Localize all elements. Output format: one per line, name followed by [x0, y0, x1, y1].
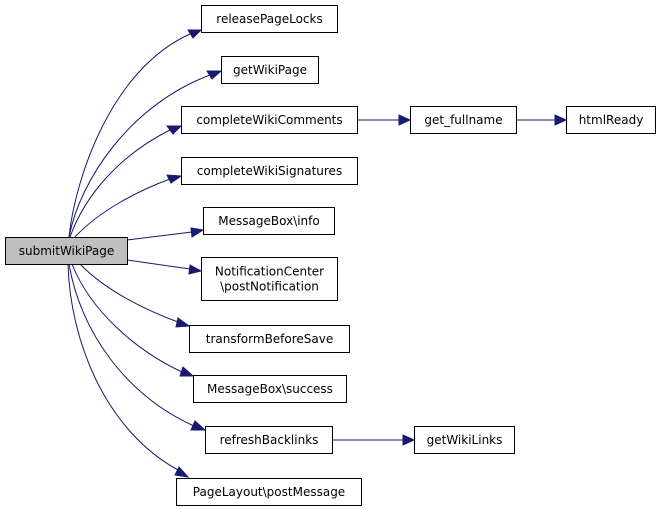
- node-label: htmlReady: [579, 113, 644, 127]
- edge-submitWikiPage-to-NotificationCenter-postNotification: [126, 259, 203, 275]
- node-box[interactable]: [5, 237, 128, 265]
- node-label: submitWikiPage: [19, 244, 114, 258]
- edge-line: [74, 178, 171, 238]
- edge-line: [69, 129, 171, 238]
- arrowhead-icon: [179, 366, 195, 377]
- node-box[interactable]: [566, 106, 656, 134]
- edge-line: [126, 259, 191, 270]
- edge-submitWikiPage-to-completeWikiComments: [69, 125, 183, 238]
- node-completeWikiComments[interactable]: completeWikiComments: [181, 106, 358, 134]
- arrowhead-icon: [190, 227, 205, 238]
- node-label: MessageBox\success: [207, 382, 333, 396]
- arrowhead-icon: [175, 317, 191, 328]
- node-refreshBacklinks[interactable]: refreshBacklinks: [205, 426, 333, 454]
- edge-line: [71, 263, 183, 373]
- node-box[interactable]: [203, 207, 335, 235]
- node-box[interactable]: [414, 426, 515, 454]
- node-NotificationCenter-postNotification[interactable]: NotificationCenter\postNotification: [201, 257, 338, 301]
- edge-submitWikiPage-to-getWikiPage: [68, 70, 223, 238]
- edge-refreshBacklinks-to-getWikiLinks: [332, 434, 416, 446]
- node-box[interactable]: [189, 325, 350, 353]
- edge-line: [126, 231, 193, 241]
- node-label: get_fullname: [424, 113, 502, 127]
- edge-completeWikiComments-to-get_fullname: [357, 114, 412, 126]
- node-label: getWikiPage: [233, 63, 307, 77]
- node-label: PageLayout\postMessage: [193, 485, 345, 499]
- edge-submitWikiPage-to-completeWikiSignatures: [74, 174, 183, 238]
- node-label: MessageBox\info: [218, 214, 319, 228]
- arrowhead-icon: [398, 114, 412, 126]
- node-box[interactable]: [193, 375, 347, 403]
- arrowhead-icon: [188, 264, 203, 275]
- node-transformBeforeSave[interactable]: transformBeforeSave: [189, 325, 350, 353]
- node-box[interactable]: [181, 157, 358, 185]
- arrowhead-icon: [206, 70, 223, 80]
- edge-submitWikiPage-to-transformBeforeSave: [79, 263, 191, 328]
- node-getWikiLinks[interactable]: getWikiLinks: [414, 426, 515, 454]
- node-box[interactable]: [176, 478, 362, 506]
- edge-get_fullname-to-htmlReady: [516, 114, 568, 126]
- node-releasePageLocks[interactable]: releasePageLocks: [201, 5, 338, 33]
- node-box[interactable]: [205, 426, 333, 454]
- edge-line: [68, 33, 191, 238]
- arrowhead-icon: [190, 420, 207, 431]
- node-label: getWikiLinks: [427, 433, 503, 447]
- node-label: refreshBacklinks: [220, 433, 319, 447]
- edge-submitWikiPage-to-PageLayout-postMessage: [67, 263, 190, 478]
- node-get_fullname[interactable]: get_fullname: [410, 106, 517, 134]
- arrowhead-icon: [554, 114, 568, 126]
- node-PageLayout-postMessage[interactable]: PageLayout\postMessage: [176, 478, 362, 506]
- node-MessageBox-success[interactable]: MessageBox\success: [193, 375, 347, 403]
- edge-line: [67, 263, 179, 471]
- node-box[interactable]: [201, 257, 338, 301]
- edge-submitWikiPage-to-MessageBox-info: [126, 227, 205, 241]
- edge-line: [68, 74, 211, 238]
- node-htmlReady[interactable]: htmlReady: [566, 106, 656, 134]
- edge-submitWikiPage-to-releasePageLocks: [68, 29, 203, 238]
- arrowhead-icon: [402, 434, 416, 446]
- node-MessageBox-info[interactable]: MessageBox\info: [203, 207, 335, 235]
- node-box[interactable]: [181, 106, 358, 134]
- node-label: completeWikiSignatures: [197, 164, 342, 178]
- node-box[interactable]: [221, 56, 319, 84]
- node-submitWikiPage[interactable]: submitWikiPage: [5, 237, 128, 265]
- node-label: completeWikiComments: [196, 113, 342, 127]
- edge-line: [79, 263, 179, 323]
- node-completeWikiSignatures[interactable]: completeWikiSignatures: [181, 157, 358, 185]
- edge-submitWikiPage-to-MessageBox-success: [71, 263, 195, 377]
- arrowhead-icon: [166, 125, 183, 135]
- node-getWikiPage[interactable]: getWikiPage: [221, 56, 319, 84]
- arrowhead-icon: [174, 466, 190, 478]
- edges-layer: [67, 29, 568, 478]
- node-box[interactable]: [410, 106, 517, 134]
- node-label: transformBeforeSave: [206, 332, 334, 346]
- node-box[interactable]: [201, 5, 338, 33]
- node-label: NotificationCenter: [215, 265, 324, 279]
- edge-line: [68, 263, 195, 427]
- nodes-layer: submitWikiPage releasePageLocks getWikiPag…: [5, 5, 656, 506]
- edge-submitWikiPage-to-refreshBacklinks: [68, 263, 207, 431]
- arrowhead-icon: [187, 29, 203, 39]
- node-label: releasePageLocks: [216, 12, 322, 26]
- arrowhead-icon: [166, 174, 183, 184]
- node-label: \postNotification: [220, 280, 319, 294]
